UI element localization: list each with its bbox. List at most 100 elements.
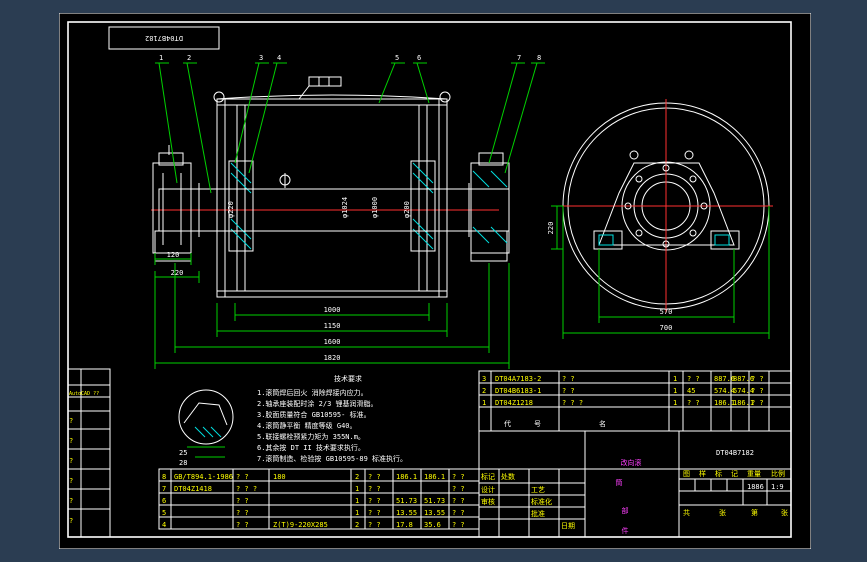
tb-row-4: 批准	[531, 509, 545, 518]
dim-1820: 1820	[324, 354, 341, 362]
tb-footer-2: 第	[751, 508, 758, 517]
callout-3: 3	[259, 54, 263, 62]
title-drawing-number: DT04B7182	[716, 449, 754, 457]
parts-lower-cell: 1	[355, 497, 359, 505]
tb-mid-0: 处数	[501, 472, 515, 481]
tb-weight: 1886	[747, 483, 764, 491]
parts-upper-cell: 1	[673, 387, 677, 395]
parts-lower-cell: 8	[162, 473, 166, 481]
section-label-28: 28	[179, 459, 187, 467]
parts-lower-cell: 2	[355, 521, 359, 529]
section-label-25: 25	[179, 449, 187, 457]
left-label-0: AutoCAD ??	[69, 391, 99, 397]
parts-lower-cell: ? ?	[368, 509, 381, 517]
stamp-text: DT04B7182	[145, 34, 183, 42]
dim-220: 220	[171, 269, 184, 277]
parts-lower-cell: Z(T)9-220X285	[273, 521, 328, 529]
tb-hdr-0: 图	[683, 470, 690, 478]
title-name-2: 筒	[616, 478, 623, 487]
tb-row-3: 工艺	[531, 486, 545, 494]
tb-scale: 1:9	[771, 483, 784, 491]
left-label-5: ?	[69, 497, 73, 505]
parts-upper-cell: DT04B6183-1	[495, 387, 541, 395]
parts-lower-cell: 35.6	[424, 521, 441, 529]
parts-lower-cell: 1	[355, 509, 359, 517]
tb-footer-1: 张	[719, 508, 726, 517]
parts-upper-cell: 186.1	[733, 399, 754, 407]
parts-lower-cell: 186.1	[396, 473, 417, 481]
parts-lower-cell: 13.55	[396, 509, 417, 517]
parts-lower-cell: ? ?	[368, 473, 381, 481]
dim-220-vertical: 220	[547, 222, 555, 235]
parts-lower-cell: 180	[273, 473, 286, 481]
callout-leaders	[155, 62, 545, 194]
tb-hdr-2: 标	[715, 469, 722, 478]
parts-upper-cell: 45	[687, 387, 695, 395]
tolerance-frame	[308, 76, 342, 87]
tech-note-3: 3.胶面质量符合 GB10595- 标准。	[257, 410, 371, 419]
callout-1: 1	[159, 54, 163, 62]
parts-upper-cell: 1	[482, 399, 486, 407]
left-label-3: ?	[69, 457, 73, 465]
parts-lower-cell: ? ?	[236, 497, 249, 505]
parts-lower-cell: ? ?	[452, 485, 465, 493]
parts-lower-cell: ? ?	[368, 497, 381, 505]
parts-upper-cell: ? ?	[562, 387, 575, 395]
parts-lower-cell: 51.73	[424, 497, 445, 505]
parts-upper-cell: ? ?	[751, 387, 764, 395]
left-bearing-seat	[152, 162, 192, 254]
dim-phi1024: φ1024	[341, 197, 349, 218]
parts-upper-cell: 186.1	[714, 399, 735, 407]
parts-upper-cell: 887.6	[714, 375, 735, 383]
dim-570: 570	[660, 308, 673, 316]
parts-lower-cell: ? ?	[452, 473, 465, 481]
tech-note-4: 4.滚筒静平衡 精度等级 G40。	[257, 421, 357, 430]
dim-700: 700	[660, 324, 673, 332]
parts-upper-cell: 1	[673, 399, 677, 407]
right-bearing-seat	[470, 162, 510, 254]
parts-upper-cell: 1	[673, 375, 677, 383]
parts-lower-cell: DT04Z1418	[174, 485, 212, 493]
tech-note-7: 7.滚筒制造、检验按 GB10595-89 标准执行。	[257, 454, 407, 463]
tb-row-1: 设计	[481, 485, 495, 494]
parts-upper-cell: ? ?	[687, 375, 700, 383]
left-label-1: ?	[69, 417, 73, 425]
parts-upper-cell: ? ? ?	[562, 399, 583, 407]
tech-note-1: 1.滚筒焊后回火 消除焊接内应力。	[257, 388, 368, 397]
parts-upper-cell: 574.4	[733, 387, 754, 395]
title-sub-1: 部	[622, 506, 629, 515]
title-name-1: 改向滚	[621, 458, 642, 467]
tech-note-6: 6.其余按 DT II 技术要求执行。	[257, 443, 365, 452]
side-view	[559, 99, 773, 313]
parts-upper-cell: ? ?	[751, 399, 764, 407]
parts-upper-cell: ? ?	[562, 375, 575, 383]
callout-6: 6	[417, 54, 421, 62]
parts-lower-cell: 1	[355, 485, 359, 493]
tech-note-5: 5.联接螺栓预紧力矩为 355N.m。	[257, 432, 365, 441]
tech-title: 技术要求	[334, 374, 362, 383]
stamp-box	[108, 26, 220, 50]
callout-8: 8	[537, 54, 541, 62]
dim-120: 120	[167, 251, 180, 259]
tb-mid-1: 标准化	[531, 497, 552, 506]
parts-lower-cell: ? ?	[236, 509, 249, 517]
dim-1150: 1150	[324, 322, 341, 330]
cad-drawing: DT04B7182	[59, 13, 811, 549]
tb-row-2: 审核	[481, 497, 495, 506]
front-view	[151, 91, 510, 298]
left-info-column	[67, 368, 111, 538]
drum-shell	[216, 98, 448, 298]
parts-lower-cell: 6	[162, 497, 166, 505]
parts-lower-cell: 13.55	[424, 509, 445, 517]
parts-lower-cell: 51.73	[396, 497, 417, 505]
dim-phi1000: φ1000	[371, 197, 379, 218]
tb-hdr-1: 样	[699, 469, 706, 478]
parts-lower-cell: ? ?	[236, 521, 249, 529]
left-label-2: ?	[69, 437, 73, 445]
inner-frame	[67, 21, 792, 538]
title-block	[478, 430, 792, 538]
callout-4: 4	[277, 54, 281, 62]
left-label-6: ?	[69, 517, 73, 525]
parts-lower-cell: ? ? ?	[236, 485, 257, 493]
tb-hdr-4: 重量	[747, 470, 761, 478]
